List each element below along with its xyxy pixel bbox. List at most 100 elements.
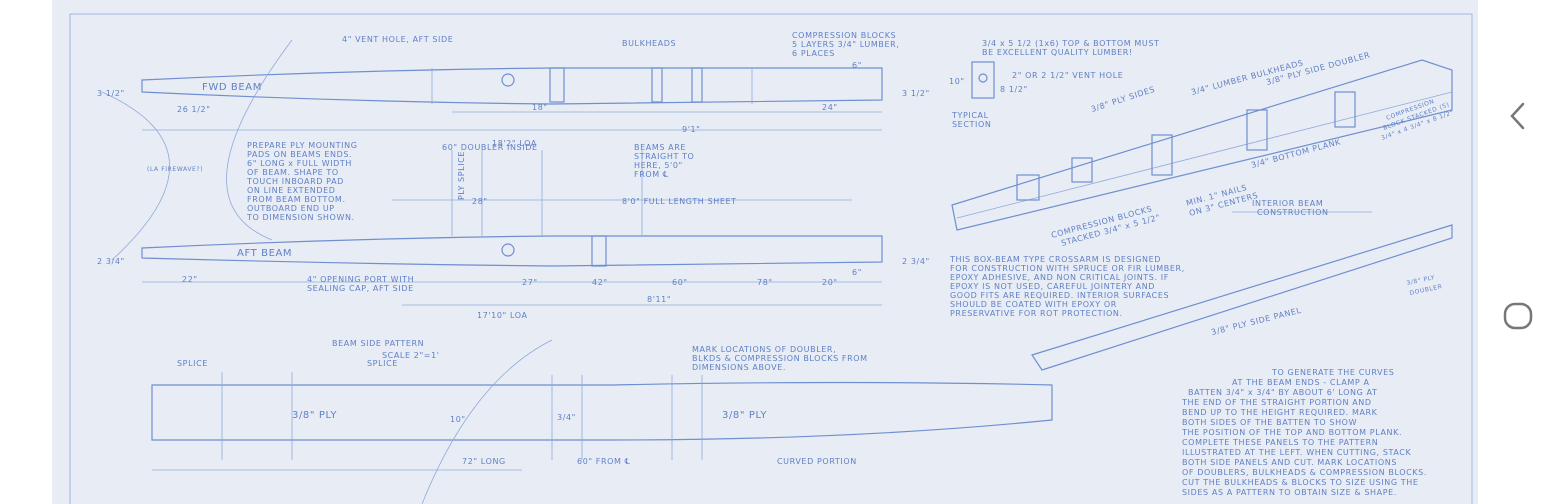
drawing-line (501, 243, 515, 257)
blueprint-annotation: MARK LOCATIONS OF DOUBLER, (692, 345, 836, 354)
vent-note: 4" VENT HOLE, AFT SIDE (342, 35, 453, 44)
circle-home-icon (1503, 302, 1533, 330)
sheet-border (69, 13, 1473, 504)
blueprint-annotation: PREPARE PLY MOUNTING (247, 141, 358, 150)
blueprint-annotation: COMPRESSION BLOCKS (792, 31, 896, 40)
blueprint-annotation: FOR CONSTRUCTION WITH SPRUCE OR FIR LUMB… (950, 264, 1185, 273)
blueprint-annotation: OF BEAM. SHAPE TO (247, 168, 339, 177)
blueprint-annotation: 20" (822, 278, 838, 287)
blueprint-annotation: 8'11" (647, 295, 671, 304)
blueprint-annotation: 3/4" (557, 413, 576, 422)
drawing-line (591, 235, 607, 267)
blueprint-annotation: 27" (522, 278, 538, 287)
blueprint-annotation: 6" (852, 268, 862, 277)
curve-note: TO GENERATE THE CURVES AT THE BEAM ENDS … (1181, 368, 1426, 497)
aft-beam-label: AFT BEAM (237, 248, 292, 259)
blueprint-annotation: BLKDS & COMPRESSION BLOCKS FROM (692, 354, 868, 363)
drawing-line (1334, 91, 1356, 128)
chevron-left-icon (1510, 102, 1525, 130)
blueprint-annotation: 3 1/2" (97, 89, 125, 98)
blueprint-annotation: 72" LONG (462, 457, 506, 466)
blueprint-annotation: 18" (532, 103, 548, 112)
blueprint-annotation: FROM ℄ (634, 170, 669, 179)
blueprint-image: 4" VENT HOLE, AFT SIDE BULKHEADS COMPRES… (52, 0, 1478, 504)
aft-beam-outline (141, 235, 883, 267)
image-viewer: 4" VENT HOLE, AFT SIDE BULKHEADS COMPRES… (52, 0, 1478, 504)
blueprint-annotation: 3 1/2" (902, 89, 930, 98)
blueprint-annotation: THE POSITION OF THE TOP AND BOTTOM PLANK… (1181, 428, 1402, 437)
blueprint-annotation: 60" DOUBLER INSIDE (442, 143, 538, 152)
blueprint-annotation: 3/8" PLY (722, 410, 767, 421)
blueprint-annotation: TOUCH INBOARD PAD (246, 177, 344, 186)
blueprint-annotation: EPOXY IS NOT USED, CAREFUL JOINTERY AND (950, 282, 1155, 291)
blueprint-annotation: THIS BOX-BEAM TYPE CROSSARM IS DESIGNED (949, 255, 1161, 264)
blueprint-annotation: SCALE 2"=1' (382, 351, 440, 360)
side-panel (1031, 224, 1453, 371)
blueprint-annotation: PLY SPLICE (457, 151, 466, 200)
drawing-line (1071, 157, 1093, 183)
blueprint-annotation: 24" (822, 103, 838, 112)
blueprint-annotation: TYPICAL (951, 111, 989, 120)
blueprint-annotation: SHOULD BE COATED WITH EPOXY OR (950, 300, 1117, 309)
blueprint-drawing: 4" VENT HOLE, AFT SIDE BULKHEADS COMPRES… (69, 13, 1473, 504)
drawing-line (651, 67, 663, 103)
blueprint-annotation: 3/8" PLY SIDES (1090, 85, 1156, 114)
interior-beam (951, 59, 1453, 231)
blueprint-annotation: SECTION (952, 120, 991, 129)
blueprint-annotation: CONSTRUCTION (1257, 208, 1329, 217)
blueprint-annotation: 2 3/4" (97, 257, 125, 266)
blueprint-annotation: 22" (182, 275, 198, 284)
fwd-beam-label: FWD BEAM (202, 82, 262, 93)
vent-hole (501, 73, 515, 87)
blueprint-annotation: 3/4" BOTTOM PLANK (1250, 137, 1342, 170)
drawing-line (1246, 109, 1268, 151)
blueprint-annotation: 4" OPENING PORT WITH (307, 275, 414, 284)
blueprint-annotation: AT THE BEAM ENDS - CLAMP A (1232, 378, 1370, 387)
blueprint-annotation: BEAMS ARE (634, 143, 686, 152)
home-button[interactable] (1498, 296, 1538, 336)
blueprint-annotation: 6" LONG x FULL WIDTH (247, 159, 352, 168)
blueprint-annotation: SPLICE (367, 359, 398, 368)
blueprint-annotation: 18'2" LOA (492, 139, 537, 148)
blueprint-annotation: CUT THE BULKHEADS & BLOCKS TO SIZE USING… (1182, 478, 1419, 487)
blueprint-annotation: CURVED PORTION (777, 457, 857, 466)
back-button[interactable] (1498, 96, 1538, 136)
blueprint-annotation: 60" (672, 278, 688, 287)
drawing-line (226, 39, 293, 241)
blueprint-annotation: 10" (949, 77, 965, 86)
blueprint-annotation: GOOD FITS ARE REQUIRED. INTERIOR SURFACE… (950, 291, 1169, 300)
blueprint-annotation: THE END OF THE STRAIGHT PORTION AND (1181, 398, 1372, 407)
blueprint-annotation: OUTBOARD END UP (247, 204, 335, 213)
blueprint-annotation: 3/8" PLY (292, 410, 337, 421)
blueprint-annotation: 26 1/2" (177, 105, 210, 114)
blueprint-annotation: BOTH SIDES OF THE BATTEN TO SHOW (1182, 418, 1357, 427)
blueprint-annotation: 3/4 x 5 1/2 (1x6) TOP & BOTTOM MUST (982, 39, 1160, 48)
blueprint-annotation: TO DIMENSION SHOWN. (246, 213, 355, 222)
blueprint-annotation: SIDES AS A PATTERN TO OBTAIN SIZE & SHAP… (1182, 488, 1397, 497)
drawing-line (1151, 134, 1173, 176)
fwd-beam-outline (141, 67, 883, 105)
fwd-bulkhead (549, 67, 565, 103)
blueprint-annotation: TO GENERATE THE CURVES (1271, 368, 1394, 377)
blueprint-annotation: 17'10" LOA (477, 311, 528, 320)
blueprint-annotation: ILLUSTRATED AT THE LEFT. WHEN CUTTING, S… (1182, 448, 1411, 457)
blueprint-annotation: 78" (757, 278, 773, 287)
drawing-line (101, 91, 170, 261)
drawing-line (691, 67, 703, 103)
blueprint-annotation: SEALING CAP, AFT SIDE (307, 284, 414, 293)
blueprint-annotation: BATTEN 3/4" x 3/4" BY ABOUT 6' LONG AT (1188, 388, 1377, 397)
blueprint-annotation: (LA FIREWAVE?) (147, 166, 203, 173)
blueprint-annotation: 6 PLACES (792, 49, 835, 58)
drawing-line (978, 73, 988, 83)
interior-title: INTERIOR BEAM (1252, 199, 1323, 208)
blueprint-annotation: BEND UP TO THE HEIGHT REQUIRED. MARK (1182, 408, 1378, 417)
blueprint-annotation: PADS ON BEAMS ENDS. (247, 150, 352, 159)
blueprint-annotation: 60" FROM ℄ (577, 457, 631, 466)
blueprint-annotation: 8 1/2" (1000, 85, 1028, 94)
blueprint-annotation: COMPLETE THESE PANELS TO THE PATTERN (1182, 438, 1378, 447)
blueprint-annotation: BE EXCELLENT QUALITY LUMBER! (982, 48, 1133, 57)
blueprint-annotation: EPOXY ADHESIVE, AND NON CRITICAL JOINTS.… (950, 273, 1169, 282)
drawing-line (1016, 174, 1040, 201)
pattern-outline (151, 381, 1053, 441)
blueprint-annotation: 28" (472, 197, 488, 206)
